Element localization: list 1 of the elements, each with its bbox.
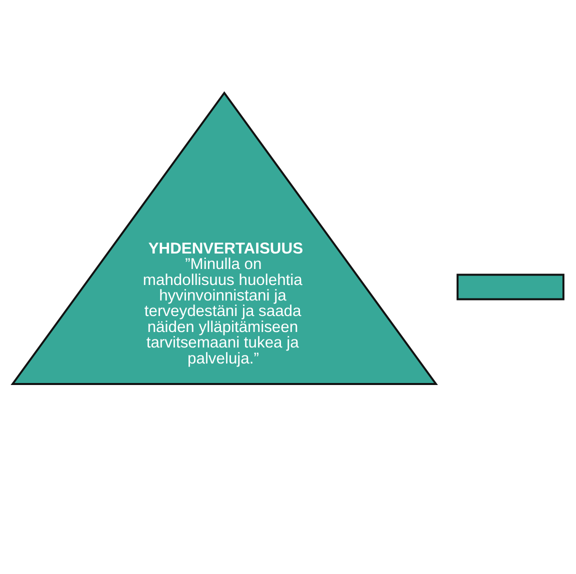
- node-box: [456, 274, 564, 300]
